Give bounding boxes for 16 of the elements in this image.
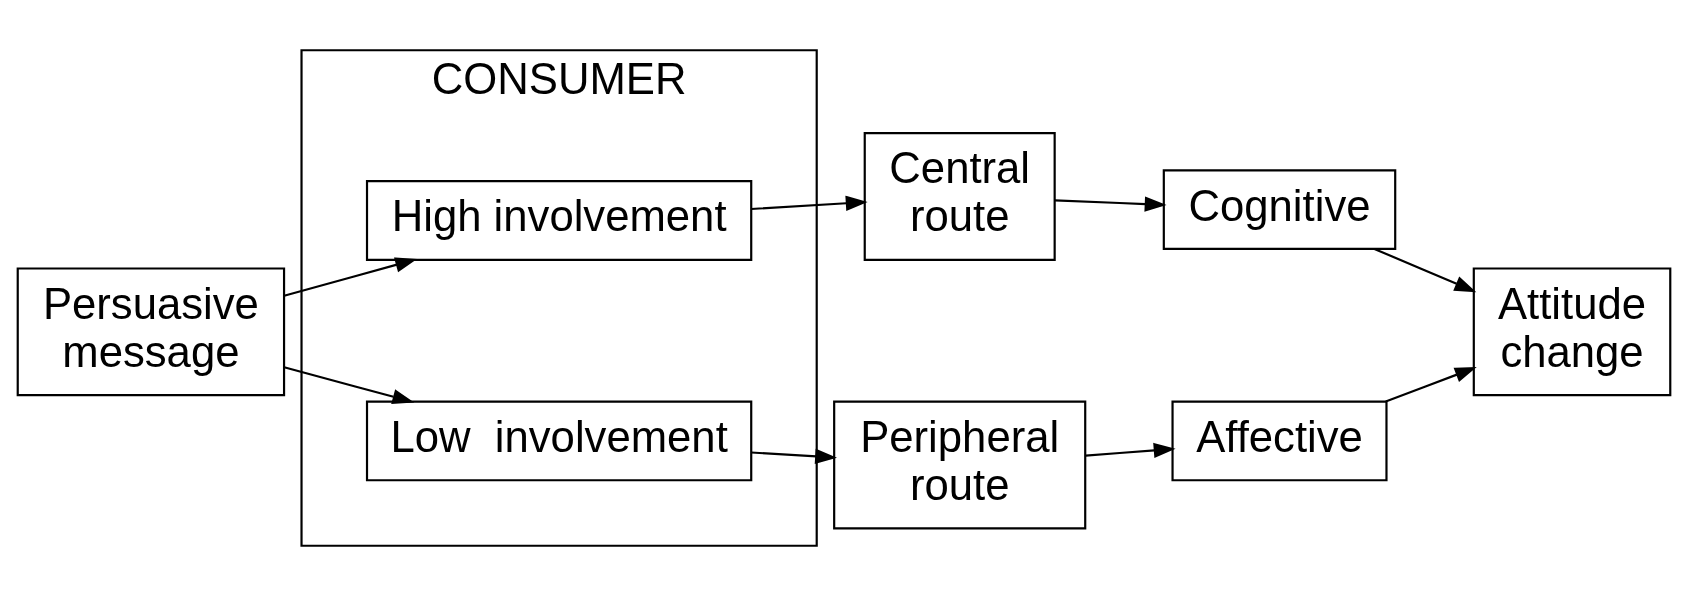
arrow <box>283 366 414 405</box>
arrow <box>750 195 868 211</box>
arrow <box>1373 247 1476 293</box>
arrow <box>283 257 417 297</box>
node-box: Attitude change <box>1472 267 1671 397</box>
node-box: Cognitive <box>1162 169 1396 250</box>
node-box: High involvement <box>365 180 752 261</box>
node-box: Low involvement <box>365 400 752 482</box>
node-box: Affective <box>1170 400 1388 482</box>
arrow <box>750 448 837 464</box>
arrow <box>1085 442 1176 458</box>
node-box: Central route <box>863 132 1056 261</box>
arrow <box>1054 196 1167 212</box>
node-box: Persuasive message <box>16 267 285 397</box>
arrow <box>1384 367 1477 403</box>
node-box: Peripheral route <box>832 400 1086 530</box>
